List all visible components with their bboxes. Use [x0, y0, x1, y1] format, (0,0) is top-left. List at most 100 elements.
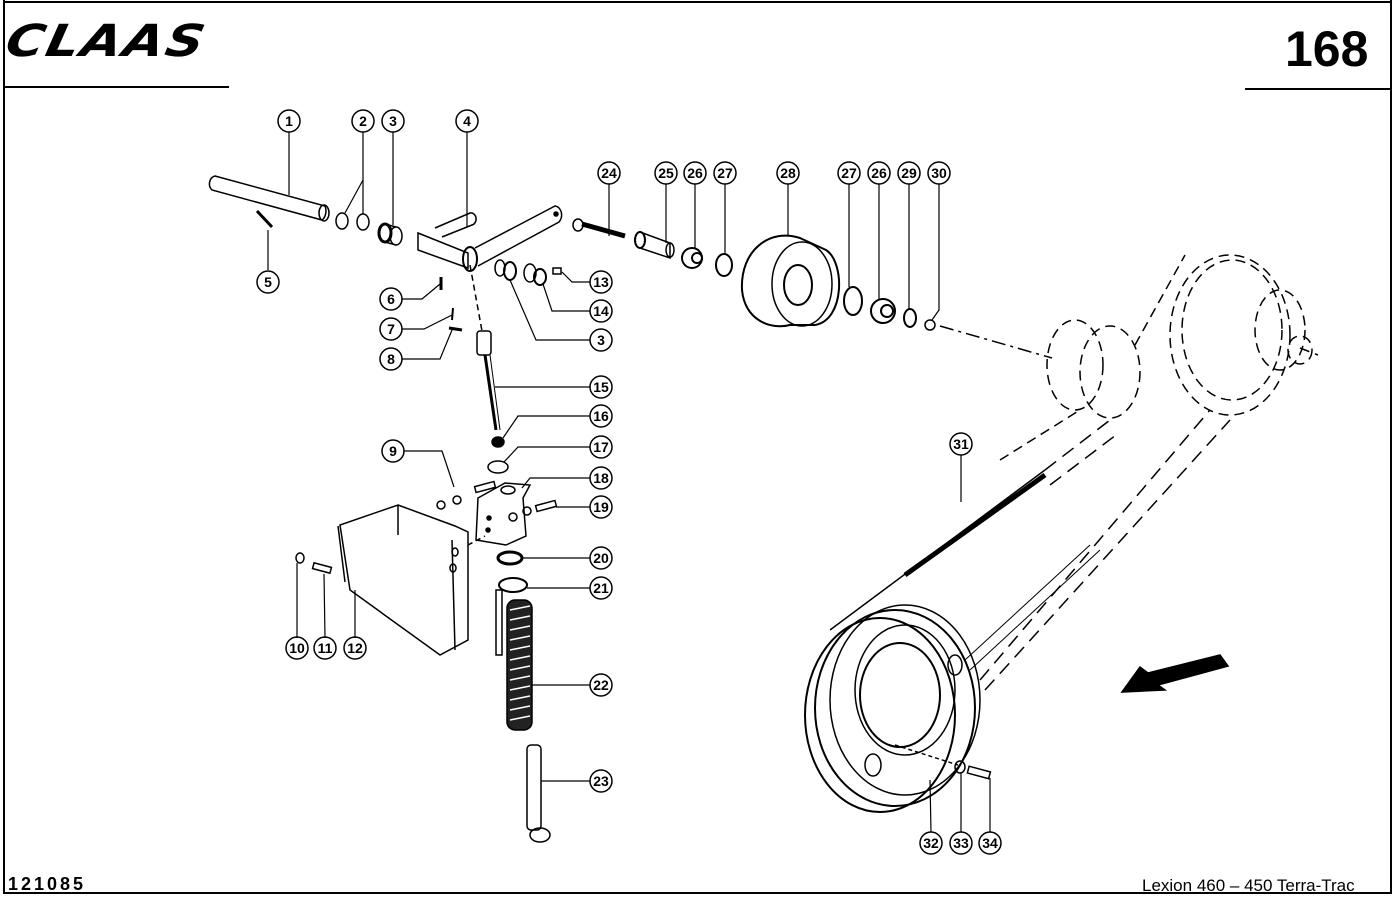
callout-label: 25 [658, 165, 674, 181]
callout-24: 24 [597, 161, 621, 185]
callout-label: 30 [931, 165, 947, 181]
callout-label: 5 [264, 274, 272, 290]
callout-label: 3 [597, 332, 605, 348]
callout-label: 3 [389, 113, 397, 129]
callout-17: 17 [589, 435, 613, 459]
callout-label: 9 [389, 443, 397, 459]
callout-8: 8 [379, 347, 403, 371]
part-tension-rod [469, 264, 501, 431]
part-bolts-small [436, 480, 558, 522]
callout-label: 31 [953, 436, 969, 452]
callout-label: 14 [593, 303, 609, 319]
part-nut-washer [487, 436, 509, 474]
callout-label: 2 [359, 113, 367, 129]
callout-label: 29 [901, 165, 917, 181]
callout-label: 11 [318, 640, 333, 656]
callout-label: 28 [780, 165, 796, 181]
callout-14: 14 [589, 299, 613, 323]
callout-33: 33 [949, 831, 973, 855]
callout-12: 12 [343, 636, 367, 660]
callout-25: 25 [654, 161, 678, 185]
callout-20: 20 [589, 546, 613, 570]
part-pin [255, 209, 274, 229]
callout-27: 27 [713, 161, 737, 185]
callout-label: 16 [593, 408, 609, 424]
callout-label: 20 [593, 550, 609, 566]
callout-label: 8 [387, 351, 395, 367]
callout-28: 28 [776, 161, 800, 185]
callout-9: 9 [381, 439, 405, 463]
callout-label: 24 [601, 165, 617, 181]
callout-1: 1 [277, 109, 301, 133]
callout-label: 4 [463, 113, 471, 129]
part-bracket [475, 482, 532, 546]
callout-26-right: 26 [867, 161, 891, 185]
callout-label: 27 [717, 165, 733, 181]
part-washers [335, 212, 370, 231]
callout-19: 19 [589, 495, 613, 519]
callout-label: 1 [285, 113, 293, 129]
callout-label: 6 [387, 291, 395, 307]
callout-label: 26 [871, 165, 887, 181]
callout-label: 10 [289, 640, 305, 656]
part-bushings-lower [494, 259, 562, 286]
callout-11: 11 [313, 636, 337, 660]
part-shaft [208, 175, 330, 222]
header-rule-left [3, 86, 229, 88]
callout-27-right: 27 [837, 161, 861, 185]
frame-border-top [3, 1, 1392, 3]
callout-34: 34 [978, 831, 1002, 855]
callout-6: 6 [379, 287, 403, 311]
callout-4: 4 [455, 109, 479, 133]
part-idler-shaft [572, 218, 733, 277]
leader-lines [267, 132, 991, 833]
callout-32: 32 [919, 831, 943, 855]
frame-border-left [3, 0, 5, 893]
callout-31: 31 [949, 432, 973, 456]
callout-21: 21 [589, 576, 613, 600]
callout-label: 26 [687, 165, 703, 181]
callout-label: 17 [593, 439, 609, 455]
header-rule-right [1245, 88, 1391, 90]
callout-18: 18 [589, 466, 613, 490]
part-spring-assembly [495, 550, 533, 731]
part-spring-bolt [526, 744, 551, 843]
callout-2: 2 [351, 109, 375, 133]
callout-13: 13 [589, 270, 613, 294]
part-drive-belt [829, 409, 1231, 691]
callout-7: 7 [379, 317, 403, 341]
callout-5: 5 [256, 270, 280, 294]
part-lever-arm [417, 205, 563, 272]
callout-label: 15 [593, 379, 609, 395]
page-number: 168 [1285, 21, 1369, 77]
callout-3-lower: 3 [589, 328, 613, 352]
callout-label: 13 [593, 274, 609, 290]
part-mount-plate [337, 504, 486, 656]
callout-30: 30 [927, 161, 951, 185]
callout-label: 32 [923, 835, 939, 851]
part-idler-bearing-right [843, 286, 1053, 359]
callout-label: 7 [387, 321, 395, 337]
callout-label: 33 [953, 835, 969, 851]
drawing-number: 121085 [8, 874, 87, 894]
callout-label: 27 [841, 165, 857, 181]
frame-border-bottom [3, 892, 1392, 894]
callout-23: 23 [589, 769, 613, 793]
callout-label: 21 [593, 580, 609, 596]
callout-label: 19 [593, 499, 609, 515]
model-name: Lexion 460 – 450 Terra-Trac [1142, 876, 1355, 895]
callout-15: 15 [589, 375, 613, 399]
callout-3: 3 [381, 109, 405, 133]
callout-22: 22 [589, 673, 613, 697]
part-small-pins [439, 277, 463, 332]
part-driven-pulley-phantom [999, 254, 1319, 461]
callout-26: 26 [683, 161, 707, 185]
callout-label: 23 [593, 773, 609, 789]
callout-29: 29 [897, 161, 921, 185]
callout-label: 18 [593, 470, 609, 486]
callout-label: 22 [593, 677, 609, 693]
callout-label: 12 [347, 640, 363, 656]
callout-16: 16 [589, 404, 613, 428]
frame-border-right [1390, 0, 1392, 893]
